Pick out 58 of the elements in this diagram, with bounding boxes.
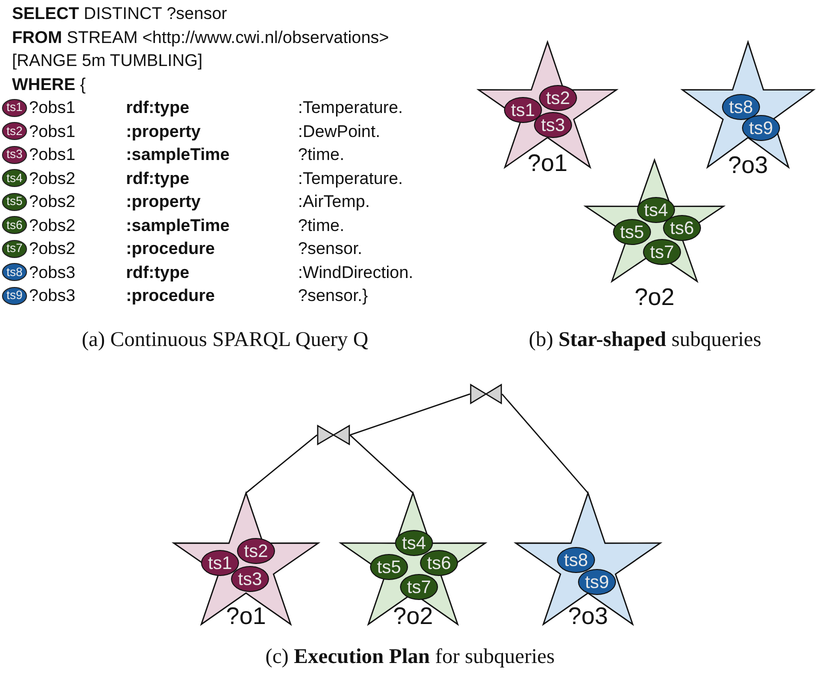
star-subquery	[170, 493, 322, 625]
predicate-text: :sampleTime	[126, 214, 231, 236]
predicate-text: rdf:type	[126, 168, 190, 190]
object-text: ?time.	[298, 214, 346, 236]
connector-line	[246, 434, 318, 494]
object-text: :WindDirection.	[298, 262, 414, 284]
object-text: ?sensor.	[298, 238, 364, 260]
query-line: FROM STREAM <http://www.cwi.nl/observations>	[12, 28, 389, 46]
object-text: :AirTemp.	[298, 191, 371, 213]
object-text: ?time.	[298, 144, 346, 166]
figure-caption: (c) Execution Plan for subqueries	[265, 644, 555, 668]
connector-line	[350, 393, 470, 436]
triple-pattern-badge: ts9	[2, 286, 27, 305]
subject-text: ?obs2	[29, 191, 76, 213]
predicate-text: rdf:type	[126, 97, 190, 119]
join-icon	[317, 425, 350, 445]
join-icon	[470, 384, 502, 404]
triple-pattern-badge: ts6	[2, 216, 27, 234]
connector-line	[350, 434, 414, 494]
triple-pattern-badge: ts1	[2, 98, 27, 117]
object-text: :Temperature.	[298, 168, 404, 190]
query-line: SELECT DISTINCT ?sensor	[12, 4, 228, 23]
predicate-text: :property	[126, 191, 202, 213]
subject-text: ?obs1	[29, 120, 76, 142]
star-label: ?o2	[634, 286, 675, 310]
object-text: ?sensor.}	[298, 285, 369, 307]
subject-text: ?obs2	[29, 238, 76, 260]
triple-pattern-badge: ts5	[2, 192, 27, 211]
predicate-text: rdf:type	[126, 262, 190, 284]
subject-text: ?obs1	[29, 97, 76, 119]
query-line: [RANGE 5m TUMBLING]	[12, 51, 202, 70]
connector-line	[502, 394, 588, 494]
triple-pattern-badge: ts4	[2, 169, 27, 188]
subject-text: ?obs3	[29, 285, 76, 307]
star-label: ?o1	[527, 152, 568, 176]
star-label: ?o3	[728, 154, 768, 178]
figure-caption: (a) Continuous SPARQL Query Q	[82, 327, 368, 351]
subject-text: ?obs2	[29, 168, 76, 190]
star-subquery	[337, 493, 489, 625]
predicate-text: :procedure	[126, 285, 216, 307]
figure-caption: (b) Star-shaped subqueries	[528, 327, 762, 351]
query-line: WHERE {	[12, 74, 86, 94]
triple-pattern-badge: ts3	[2, 146, 27, 164]
predicate-text: :procedure	[126, 238, 216, 260]
star-label: ?o2	[392, 605, 434, 629]
predicate-text: :property	[126, 120, 202, 142]
triple-pattern-badge: ts7	[2, 240, 27, 258]
predicate-text: :sampleTime	[126, 144, 231, 166]
subject-text: ?obs3	[29, 262, 76, 284]
triple-pattern-badge: ts2	[2, 122, 27, 140]
subject-text: ?obs2	[29, 214, 76, 236]
object-text: :Temperature.	[298, 97, 404, 119]
star-label: ?o1	[226, 605, 266, 629]
star-subquery	[512, 493, 664, 625]
star-label: ?o3	[568, 605, 608, 629]
object-text: :DewPoint.	[298, 120, 382, 142]
triple-pattern-badge: ts8	[2, 263, 27, 282]
subject-text: ?obs1	[29, 144, 76, 166]
